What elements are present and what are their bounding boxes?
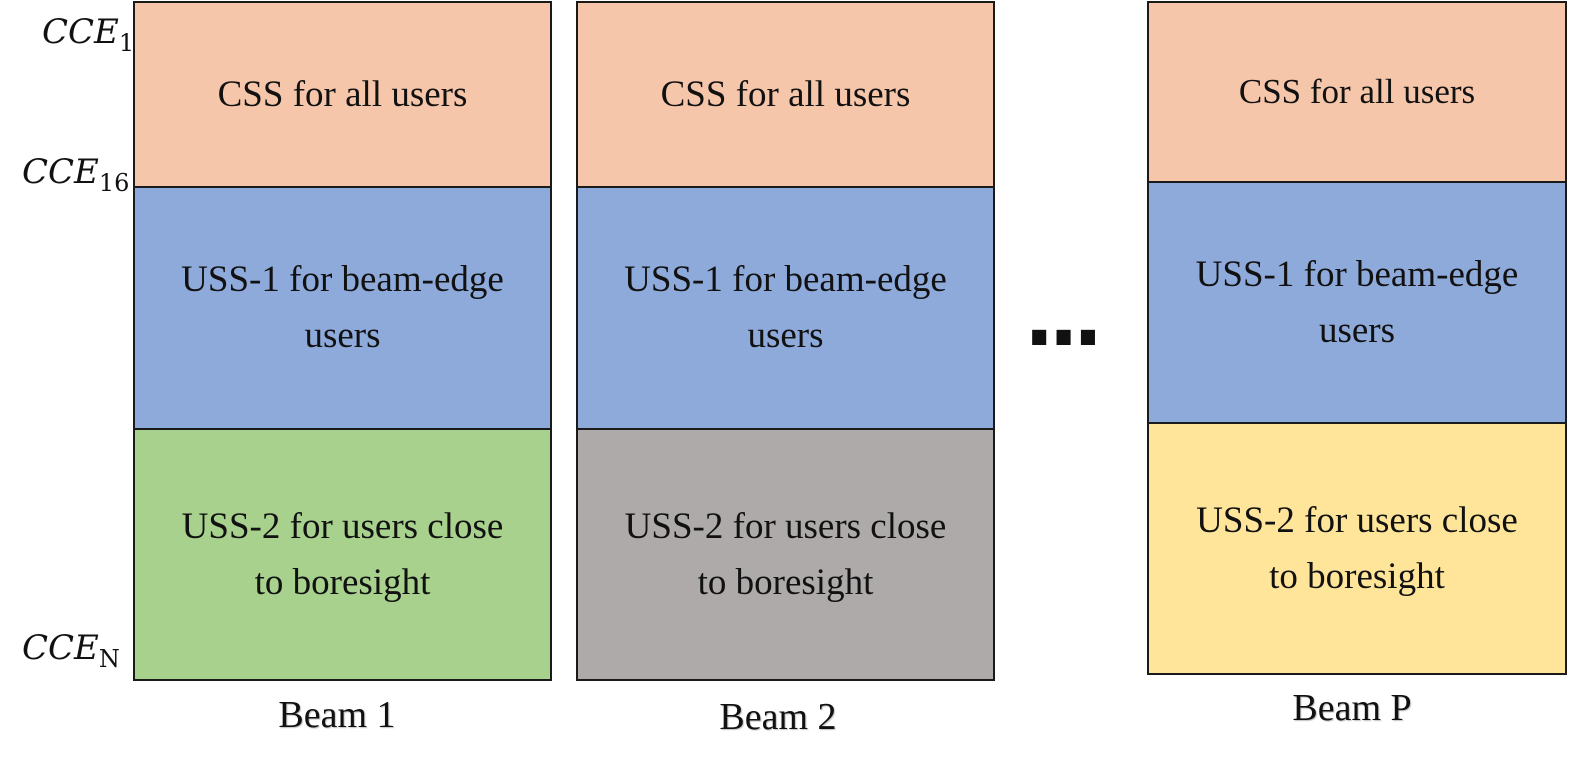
cce-label-1: CCE1 — [42, 12, 134, 57]
beamp-css-block: CSS for all users — [1147, 1, 1567, 183]
cce-base: CCE — [22, 152, 99, 192]
beam1-label: Beam 1 — [278, 694, 396, 736]
cce-label-16: CCE16 — [22, 152, 129, 197]
beamp-uss1-block: USS-1 for beam-edge users — [1147, 181, 1567, 424]
cce-subscript: N — [98, 645, 120, 673]
beamp-uss2-block: USS-2 for users close to boresight — [1147, 422, 1567, 675]
beam1-uss1-block: USS-1 for beam-edge users — [133, 186, 552, 430]
beam2-label: Beam 2 — [719, 696, 837, 738]
beam2-css-block: CSS for all users — [576, 1, 995, 188]
ellipsis-separator: ... — [1024, 271, 1103, 364]
cce-subscript: 1 — [118, 29, 135, 57]
cce-subscript: 16 — [98, 169, 130, 197]
beam2-uss2-block: USS-2 for users close to boresight — [576, 428, 995, 681]
cce-label-n: CCEN — [22, 628, 120, 673]
cce-base: CCE — [42, 12, 119, 52]
beamp-label: Beam P — [1292, 687, 1412, 729]
beam2-uss1-block: USS-1 for beam-edge users — [576, 186, 995, 430]
beam1-css-block: CSS for all users — [133, 1, 552, 188]
cce-base: CCE — [22, 628, 99, 668]
beam1-uss2-block: USS-2 for users close to boresight — [133, 428, 552, 681]
